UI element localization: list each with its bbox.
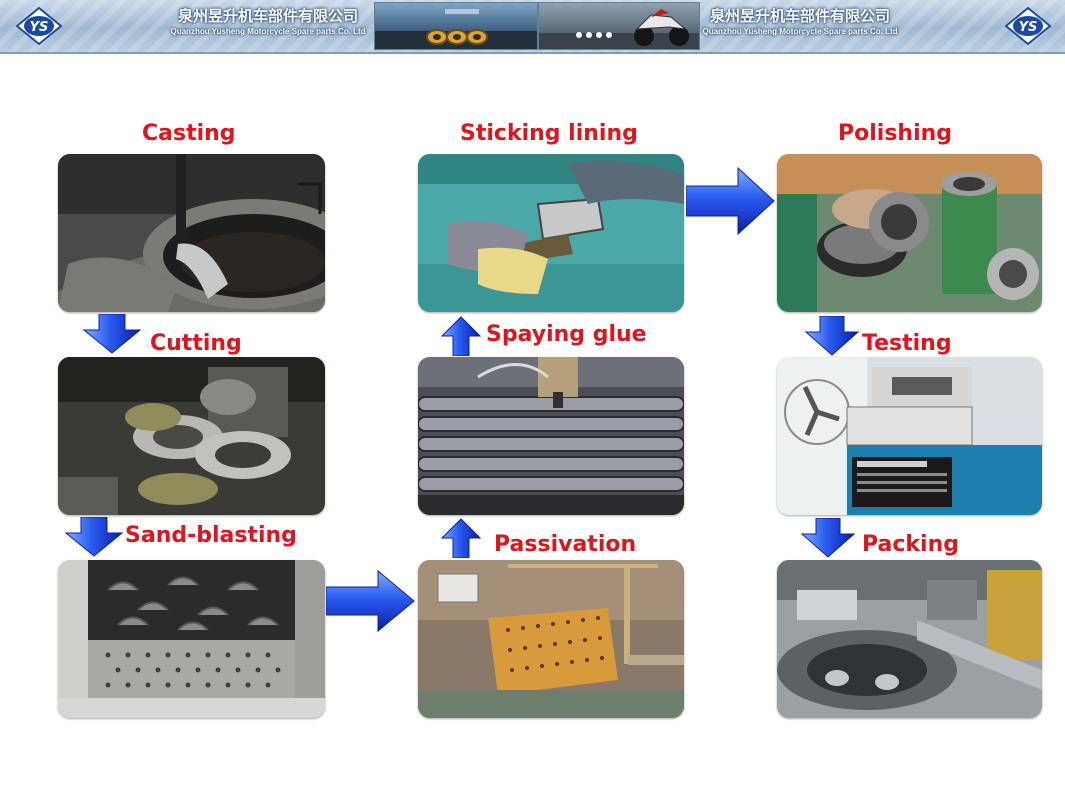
polishing-photo: [777, 154, 1042, 312]
label-packing: Packing: [862, 532, 959, 558]
company-name-cn: 泉州昱升机车部件有限公司: [168, 6, 368, 26]
arrow-up-spaying-glue-to-sticking-lining: [441, 316, 481, 356]
passivation-photo: [418, 560, 684, 718]
header-banner: YS 泉州昱升机车部件有限公司 Quanzhou Yusheng Motorcy…: [0, 0, 1065, 54]
arrow-down-casting-to-cutting: [82, 314, 142, 354]
sand-blasting-photo: [58, 560, 325, 718]
company-name-block-right: 泉州昱升机车部件有限公司 Quanzhou Yusheng Motorcycle…: [700, 6, 900, 38]
spaying-glue-photo: [418, 357, 684, 515]
arrow-down-cutting-to-sand-blasting: [64, 517, 124, 557]
testing-photo: [777, 357, 1042, 515]
arrow-down-polishing-to-testing: [804, 316, 860, 356]
company-name-cn-right: 泉州昱升机车部件有限公司: [700, 6, 900, 26]
arrow-right-sticking-lining-to-polishing: [686, 166, 776, 236]
banner-photo-motorcycle: [538, 2, 700, 50]
label-testing: Testing: [862, 331, 952, 357]
label-cutting: Cutting: [150, 331, 242, 357]
banner-photo-parts: [374, 2, 538, 50]
company-logo: YS: [14, 6, 64, 46]
company-name-block: 泉州昱升机车部件有限公司 Quanzhou Yusheng Motorcycle…: [168, 6, 368, 38]
casting-photo: [58, 154, 325, 312]
label-passivation: Passivation: [494, 532, 636, 558]
label-spaying-glue: Spaying glue: [486, 322, 647, 348]
arrow-down-testing-to-packing: [800, 518, 856, 558]
company-name-en: Quanzhou Yusheng Motorcycle Spare parts …: [168, 26, 368, 38]
label-polishing: Polishing: [838, 121, 952, 147]
cutting-photo: [58, 357, 325, 515]
label-sand-blasting: Sand-blasting: [125, 523, 297, 549]
logo-text: YS: [30, 20, 49, 35]
label-sticking-lining: Sticking lining: [460, 121, 638, 147]
company-name-en-right: Quanzhou Yusheng Motorcycle Spare parts …: [700, 26, 900, 38]
arrow-up-passivation-to-spaying-glue: [441, 518, 481, 558]
packing-photo: [777, 560, 1042, 718]
sticking-lining-photo: [418, 154, 684, 312]
company-logo-right: YS: [1003, 6, 1053, 46]
logo-text-right: YS: [1019, 20, 1038, 35]
arrow-right-sand-blasting-to-passivation: [326, 569, 416, 633]
label-casting: Casting: [142, 121, 236, 147]
